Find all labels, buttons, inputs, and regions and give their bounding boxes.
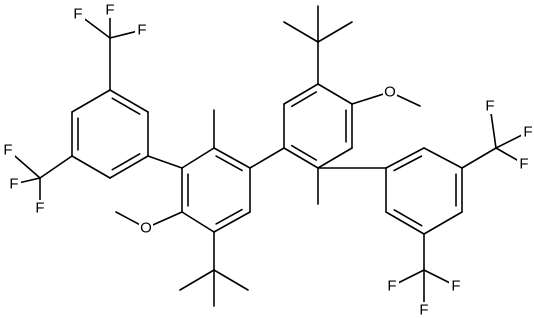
fluorine-atom-label: F xyxy=(523,124,532,141)
ring-c-bond xyxy=(317,147,353,169)
ring-d-bond xyxy=(423,147,463,169)
ring-a-bond xyxy=(71,89,111,113)
bond-layer xyxy=(7,5,529,311)
fluorine-atom-label: F xyxy=(519,156,528,173)
fluorine-atom-label: F xyxy=(9,176,18,193)
oxygen-label-background xyxy=(139,220,153,236)
ring-a-bond xyxy=(109,89,149,113)
ring-b-bond xyxy=(181,147,215,169)
fluorine-label-background xyxy=(71,6,85,22)
substituent-bond xyxy=(461,147,497,169)
fluorine-atom-label: F xyxy=(105,2,114,19)
fluorine-label-background xyxy=(103,2,117,18)
fluorine-atom-label: F xyxy=(387,278,396,295)
fluorine-label-background xyxy=(517,156,531,172)
fluorine-label-background xyxy=(33,200,47,216)
fluorine-atom-label: F xyxy=(419,302,428,318)
ring-b-bond xyxy=(213,211,251,233)
fluorine-atom-label: F xyxy=(3,142,12,159)
substituent-bond xyxy=(179,269,215,291)
ring-b-double-bond xyxy=(215,155,243,172)
fluorine-label-background xyxy=(7,176,21,192)
ring-b-bond xyxy=(181,211,215,233)
biaryl-bond xyxy=(147,155,183,169)
ring-c-bond xyxy=(283,83,319,105)
fluorine-atom-label: F xyxy=(137,22,146,39)
oxygen-atom-label: O xyxy=(140,220,152,237)
ring-c-double-bond xyxy=(291,144,318,161)
substituent-bond xyxy=(317,21,353,43)
substituent-bond xyxy=(283,21,319,43)
oxygen-label-background xyxy=(383,84,397,100)
substituent-bond xyxy=(213,269,249,291)
fluorine-label-background xyxy=(521,124,534,140)
ring-b-bond xyxy=(213,147,251,169)
fluorine-label-background xyxy=(417,302,431,318)
ring-a-double-bond xyxy=(111,153,141,171)
fluorine-atom-label: F xyxy=(35,200,44,217)
oxygen-atom-label: O xyxy=(384,84,396,101)
fluorine-atom-label: F xyxy=(485,98,494,115)
fluorine-label-background xyxy=(135,22,149,38)
fluorine-label-background xyxy=(449,278,463,294)
fluorine-atom-label: F xyxy=(451,278,460,295)
ring-c-bond xyxy=(283,147,319,169)
biaryl-bond xyxy=(249,147,285,169)
ring-a-double-bond xyxy=(111,97,141,115)
ring-c-double-bond xyxy=(291,91,318,108)
fluorine-label-background xyxy=(385,278,399,294)
fluorine-label-background xyxy=(483,98,497,114)
ring-d-bond xyxy=(385,147,425,169)
ring-a-bond xyxy=(71,155,111,179)
ring-d-double-bond xyxy=(393,155,423,172)
ring-d-bond xyxy=(423,211,463,235)
substituent-bond xyxy=(39,155,73,179)
ring-d-double-bond xyxy=(393,209,423,227)
fluorine-atom-label: F xyxy=(73,6,82,23)
ring-d-bond xyxy=(385,211,425,235)
ring-a-bond xyxy=(109,155,149,179)
ring-b-double-bond xyxy=(215,208,243,225)
fluorine-label-background xyxy=(1,142,15,158)
ring-c-bond xyxy=(317,83,353,105)
